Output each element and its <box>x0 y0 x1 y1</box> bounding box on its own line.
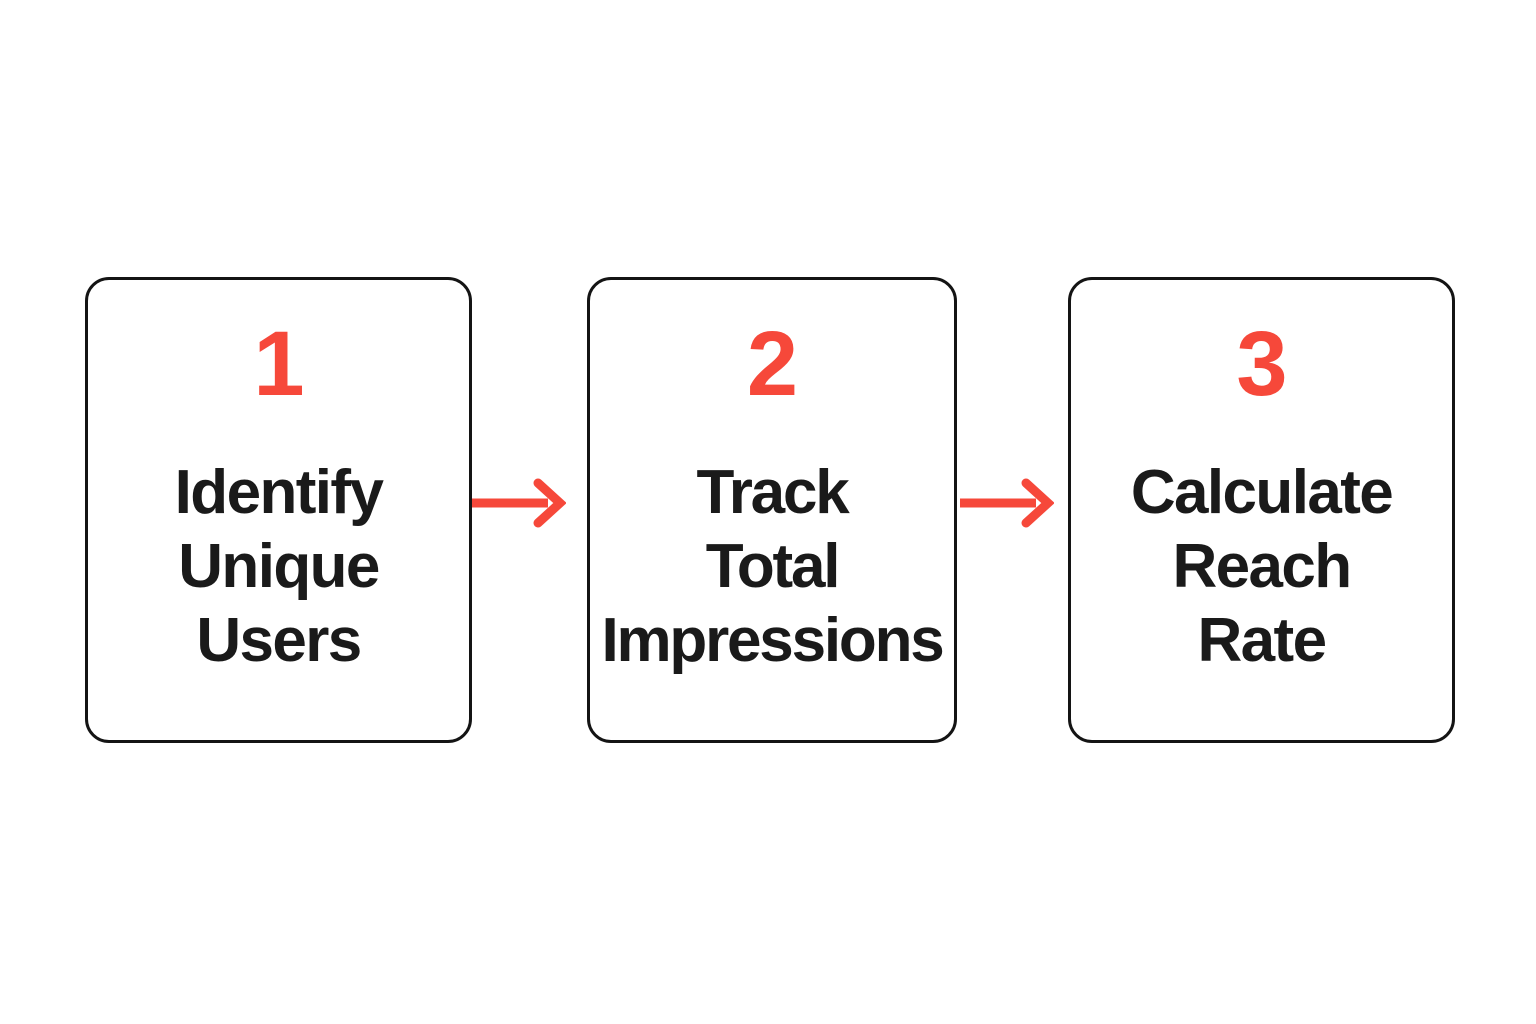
arrow-right-icon-2-svg <box>960 478 1055 528</box>
step-number-3: 3 <box>1236 313 1287 415</box>
arrow-right-icon-1 <box>470 477 567 529</box>
step-number-1: 1 <box>253 313 304 415</box>
arrow-right-icon-2 <box>958 477 1055 529</box>
step-label-1: Identify Unique Users <box>174 458 384 675</box>
step-box-3[interactable]: 3 Calculate Reach Rate <box>1068 277 1455 743</box>
step-box-2[interactable]: 2 Track Total Impressions <box>587 277 957 743</box>
step-label-3: Calculate Reach Rate <box>1130 458 1394 675</box>
step-box-1[interactable]: 1 Identify Unique Users <box>85 277 472 743</box>
step-label-2: Track Total Impressions <box>601 458 944 675</box>
arrow-right-icon-1-svg <box>472 478 567 528</box>
step-number-2: 2 <box>746 313 798 415</box>
